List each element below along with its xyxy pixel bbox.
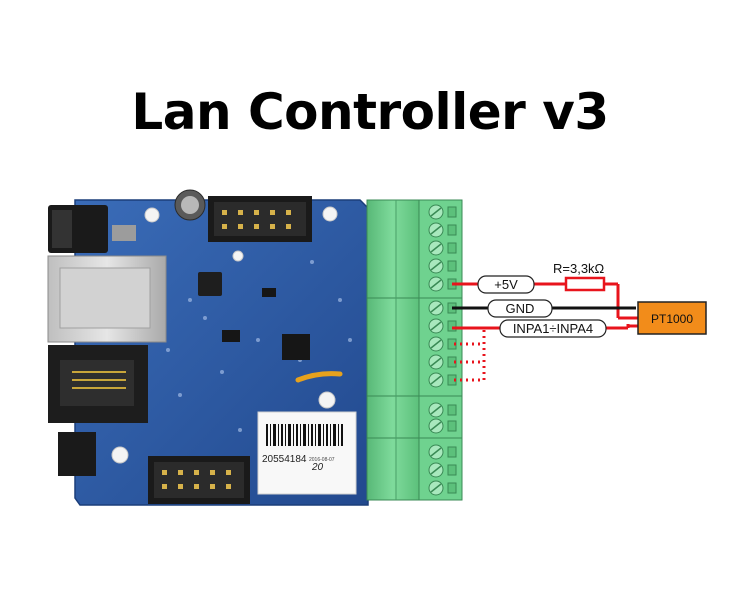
rj45-ethernet-jack [47, 255, 167, 343]
screw-slot [430, 483, 442, 493]
screw-slot [430, 279, 442, 289]
sensor-label: PT1000 [651, 312, 693, 326]
capacitor [174, 189, 206, 221]
resistor [564, 276, 606, 292]
mounting-hole [111, 446, 129, 464]
resistor-label: R=3,3kΩ [553, 261, 605, 276]
page-title: Lan Controller v3 [131, 83, 609, 141]
wire-inpa-dotted [454, 330, 486, 382]
wire-entry [447, 224, 457, 236]
screw-slot [430, 447, 442, 457]
wire-entry [447, 464, 457, 476]
handwritten-mark: 20 [311, 462, 324, 473]
gnd-label: GND [506, 301, 535, 316]
dc-power-jack [48, 205, 136, 253]
barcode [266, 424, 343, 446]
plus5v-tag: +5V [477, 275, 535, 294]
screw-slot [430, 375, 442, 385]
wire-entry [447, 242, 457, 254]
screw-slot [430, 303, 442, 313]
wire-entry [447, 404, 457, 416]
mounting-hole [318, 391, 336, 409]
bottom-pin-header [148, 456, 250, 504]
screw-slot [430, 261, 442, 271]
screw-slot [430, 357, 442, 367]
screw-slot [430, 207, 442, 217]
mounting-hole [232, 250, 244, 262]
inpa-label: INPA1÷INPA4 [513, 321, 593, 336]
wire-entry [447, 206, 457, 218]
gnd-tag: GND [487, 299, 553, 318]
screw-slot [430, 465, 442, 475]
wire-entry [447, 320, 457, 332]
screw-slot [430, 243, 442, 253]
pt1000-sensor: PT1000 [637, 301, 707, 335]
ethernet-controller-chip [282, 334, 310, 360]
crystal-lead [295, 371, 343, 383]
wire-entry [447, 482, 457, 494]
screw-slot [430, 321, 442, 331]
small-chip [262, 288, 276, 297]
mounting-hole [144, 207, 160, 223]
mounting-hole [322, 206, 338, 222]
screw-slot [430, 225, 442, 235]
rj-phone-jack [48, 345, 148, 423]
screw-slot [430, 339, 442, 349]
screw-slot [430, 405, 442, 415]
small-chip [222, 330, 240, 342]
wire-entry [447, 420, 457, 432]
wire-entry [447, 260, 457, 272]
inpa-tag: INPA1÷INPA4 [499, 319, 607, 338]
plus5v-label: +5V [494, 277, 518, 292]
wire-entry [447, 446, 457, 458]
top-pin-header [208, 196, 312, 242]
audio-jack [58, 432, 96, 476]
barcode-label: 20554184 2016-08-07 20 [257, 411, 357, 495]
barcode-date: 2016-08-07 [309, 457, 335, 463]
barcode-number: 20554184 [262, 454, 307, 465]
inductor-chip [198, 272, 222, 296]
screw-slot [430, 421, 442, 431]
